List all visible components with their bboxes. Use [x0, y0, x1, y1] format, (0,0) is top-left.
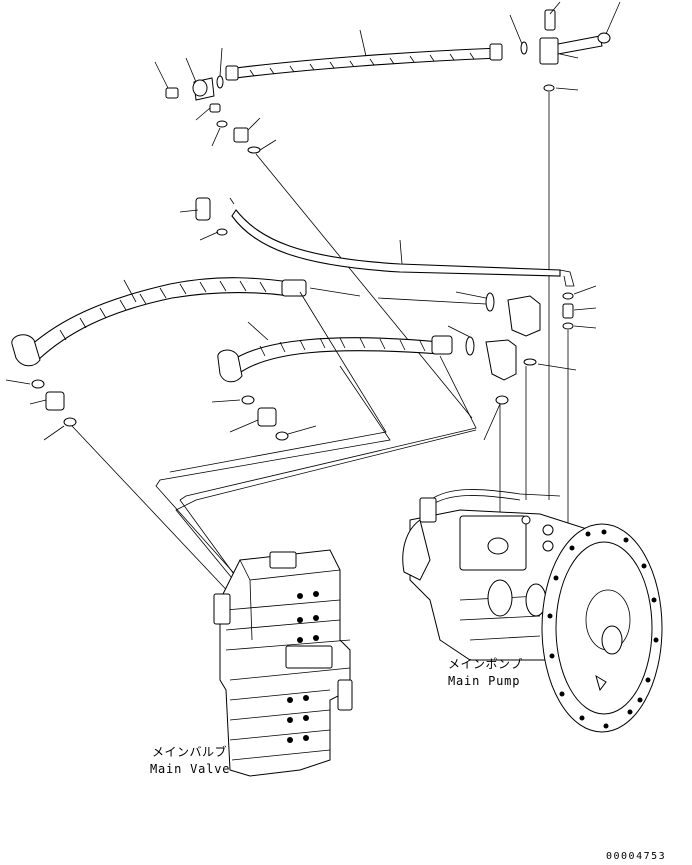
pump-elbow-flanges — [455, 291, 577, 520]
main-valve-label-en: Main Valve — [150, 762, 231, 776]
top-hose — [225, 29, 503, 81]
top-left-elbow-fittings — [154, 47, 473, 419]
left-hose-fittings — [5, 379, 237, 601]
main-valve-assembly — [213, 549, 353, 777]
drawing-number: 00004753 — [606, 851, 667, 862]
pilot-hose — [179, 197, 575, 287]
main-hose-lower — [217, 321, 473, 383]
lower-hose-fittings — [211, 395, 317, 441]
top-right-tee-fitting — [509, 1, 621, 500]
right-small-fittings — [562, 285, 597, 530]
routing-leader-lines — [155, 291, 477, 601]
main-pump-label-en: Main Pump — [448, 674, 521, 688]
main-pump-assembly — [402, 489, 663, 733]
main-pump-label-jp: メインポンプ — [448, 657, 523, 671]
main-hose-upper — [11, 277, 487, 367]
main-valve-label-jp: メインバルブ — [152, 745, 228, 759]
